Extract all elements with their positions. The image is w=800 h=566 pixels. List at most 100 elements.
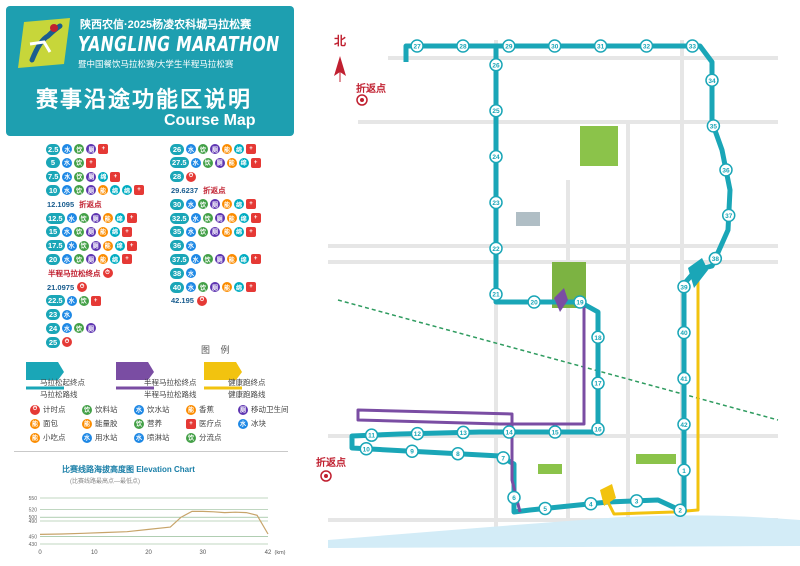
drink-icon: 饮 [74, 323, 84, 334]
km-marker-circle [721, 208, 736, 223]
station-row: 半程马拉松终点⏱ [46, 267, 113, 279]
km-badge: 10 [46, 184, 60, 196]
km-marker-circle [584, 497, 598, 511]
drink-icon: 饮 [74, 185, 84, 196]
station-row: 42.195⏱ [170, 295, 207, 307]
water-icon: 水 [190, 213, 201, 223]
drink-icon: 饮 [198, 199, 208, 210]
legend-ribbon-full [26, 362, 64, 390]
legend-half-label: 半程马拉松终点 [144, 378, 197, 387]
legend-item: 饮分流点 [186, 432, 222, 443]
water-icon: 水 [62, 323, 72, 334]
legend-item-label: 分流点 [199, 433, 222, 442]
legend-divider [14, 451, 288, 452]
sponge-icon: 绵 [98, 171, 109, 182]
km-marker-circle [593, 39, 608, 53]
km-marker-circle [456, 39, 470, 53]
km-marker-circle [677, 463, 691, 478]
energy-icon: 能 [226, 157, 237, 168]
energy-icon: 能 [30, 418, 40, 429]
medical-icon: + [110, 171, 121, 182]
elevation-y-tick: 500 [29, 515, 38, 521]
km-marker-label: 5 [543, 506, 547, 513]
legend-item-label: 冰块 [251, 419, 266, 428]
medical-icon: + [126, 213, 137, 223]
km-badge: 23 [46, 309, 60, 321]
drink-icon: 饮 [74, 144, 85, 154]
km-marker-circle [639, 39, 654, 53]
energy-icon: 能 [186, 404, 196, 415]
drink-icon: 饮 [74, 171, 85, 182]
km-marker-circle [489, 58, 503, 72]
toilet-icon: 厕 [214, 213, 225, 223]
water-icon: 水 [186, 240, 196, 251]
station-row: 21.0975⏱ [46, 281, 88, 293]
elevation-y-tick: 450 [29, 534, 38, 540]
elevation-y-tick: 430 [29, 542, 38, 548]
km-badge: 24 [46, 322, 60, 334]
toilet-icon: 厕 [210, 282, 220, 292]
energy-icon: 能 [222, 226, 232, 237]
drink-icon: 饮 [74, 226, 84, 237]
km-marker-circle [359, 442, 374, 456]
km-marker-circle [489, 287, 503, 301]
legend-item: 能香蕉 [186, 404, 214, 415]
legend-item-label: 能量胶 [95, 419, 118, 428]
half-marathon-route [356, 302, 586, 513]
km-badge: 25 [46, 336, 60, 348]
km-marker-label: 18 [594, 335, 602, 342]
toilet-icon: 厕 [238, 404, 248, 415]
km-marker-circle [489, 241, 503, 256]
km-marker-label: 4 [589, 501, 593, 508]
toilet-icon: 厕 [214, 254, 225, 265]
km-badge: 22.5 [46, 295, 65, 307]
sponge-icon: 绵 [110, 226, 120, 237]
elevation-x-tick: 10 [91, 550, 98, 556]
sponge-icon: 绵 [110, 254, 120, 265]
legend-item: 水喷淋站 [134, 432, 170, 443]
medical-icon: + [122, 226, 132, 237]
km-marker-label: 42 [680, 422, 688, 429]
km-badge: 7.5 [46, 171, 61, 183]
km-marker-label: 38 [712, 256, 720, 263]
km-marker-label: 25 [492, 108, 500, 115]
water-icon: 水 [62, 144, 73, 154]
water-icon: 水 [62, 226, 72, 237]
medical-icon: + [126, 240, 137, 251]
water-icon: 水 [66, 240, 77, 251]
km-badge: 27.5 [170, 157, 189, 169]
page-title-cn: 赛事沿途功能区说明 [36, 88, 253, 113]
km-marker-circle [591, 422, 605, 436]
toilet-icon: 厕 [86, 144, 97, 154]
toilet-icon: 厕 [86, 185, 96, 196]
sponge-icon: 绵 [234, 282, 244, 292]
legend-item: 饮营养 [134, 418, 162, 429]
energy-icon: 能 [226, 254, 237, 265]
water-icon: 水 [134, 432, 144, 443]
medical-icon: + [134, 185, 144, 196]
legend-item-label: 医疗点 [199, 419, 222, 428]
energy-icon: 能 [98, 226, 108, 237]
station-label: 折返点 [79, 199, 102, 209]
km-marker-circle [547, 39, 562, 53]
legend-item: +医疗点 [186, 418, 222, 429]
energy-icon: 能 [226, 213, 237, 223]
km-badge: 30 [170, 198, 184, 210]
km-marker-circle [502, 39, 516, 53]
km-marker-label: 20 [530, 300, 538, 307]
km-marker-label: 21 [492, 292, 500, 299]
event-subtitle: 暨中国餐饮马拉松赛/大学生半程马拉松赛 [78, 59, 234, 69]
elevation-x-tick: 0 [38, 550, 42, 556]
km-marker-circle [405, 444, 419, 458]
